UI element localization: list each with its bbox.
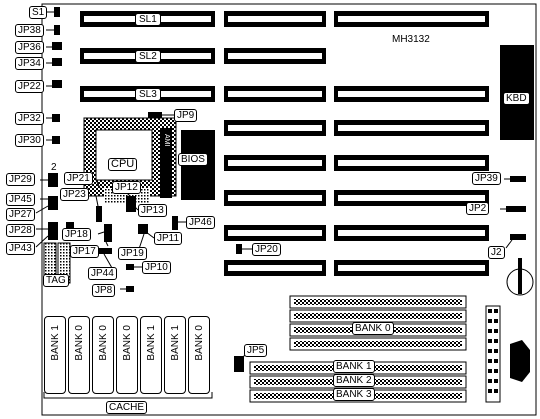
- slot-sl3-label: SL3: [135, 88, 161, 101]
- cache-label: CACHE: [106, 401, 148, 414]
- cpu-label: CPU: [108, 158, 138, 171]
- bank1-label: BANK 1: [333, 360, 375, 373]
- cache-chip: BANK 0: [188, 316, 210, 394]
- jumper-jp28-label: JP28: [6, 224, 35, 237]
- cache-chip-label: BANK 1: [50, 325, 61, 361]
- jumper-jp23-label: JP23: [60, 188, 89, 201]
- tag-chips: [43, 242, 71, 284]
- battery: [506, 258, 534, 296]
- ami-chip: [160, 128, 172, 198]
- jumper-jp43-label: JP43: [6, 242, 35, 255]
- jumper-jp10-label: JP10: [142, 261, 171, 274]
- jumper-jp38-label: JP38: [15, 24, 44, 37]
- jumper-jp36-label: JP36: [15, 41, 44, 54]
- jumper-jp27-label: JP27: [6, 208, 35, 221]
- bank3-label: BANK 3: [333, 388, 375, 401]
- jumper-jp5-label: JP5: [244, 344, 268, 357]
- jumper-jp2-label: JP2: [466, 202, 490, 215]
- jumper-jp17-label: JP17: [70, 245, 99, 258]
- cache-chip: BANK 1: [44, 316, 66, 394]
- kbd-label: KBD: [503, 92, 530, 105]
- cache-chip: BANK 1: [140, 316, 162, 394]
- cache-chip: BANK 0: [92, 316, 114, 394]
- jumper-j2-label: J2: [488, 246, 505, 259]
- tag-label: TAG: [43, 274, 69, 287]
- cache-chip: BANK 0: [116, 316, 138, 394]
- model-label: MH3132: [392, 34, 430, 45]
- jumper-jp20-label: JP20: [252, 243, 281, 256]
- jumper-jp9-label: JP9: [174, 109, 198, 122]
- cache-chip: BANK 0: [68, 316, 90, 394]
- jumper-jp22-label: JP22: [15, 80, 44, 93]
- bank2-label: BANK 2: [333, 374, 375, 387]
- jumper-jp11-label: JP11: [154, 232, 183, 245]
- power-connector: [485, 305, 530, 403]
- bios-label: BIOS: [178, 153, 208, 166]
- jumper-jp12-label: JP12: [112, 181, 141, 194]
- jumper-jp29-label: JP29: [6, 173, 35, 186]
- jumper-jp21-label: JP21: [64, 172, 93, 185]
- jumper-jp13-label: JP13: [138, 204, 167, 217]
- cache-chip-label: BANK 0: [98, 325, 109, 361]
- isa-slots-middle: [224, 11, 326, 276]
- jumper-jp18-label: JP18: [62, 228, 91, 241]
- ami-label: AMI: [163, 134, 170, 147]
- isa-slots-right: [334, 11, 489, 276]
- jumper-jp39-label: JP39: [472, 172, 501, 185]
- jumper-jp8-label: JP8: [92, 284, 116, 297]
- bank0-label: BANK 0: [352, 322, 394, 335]
- jumper-jp46-label: JP46: [186, 216, 215, 229]
- jumper-jp45-label: JP45: [6, 193, 35, 206]
- board-outline: [41, 3, 537, 416]
- cache-chip-label: BANK 0: [74, 325, 85, 361]
- jumper-s1-label: S1: [29, 6, 48, 19]
- cache-chip: BANK 1: [164, 316, 186, 394]
- cache-chip-label: BANK 1: [146, 325, 157, 361]
- cache-chip-label: BANK 0: [122, 325, 133, 361]
- pin-marker: 2: [51, 162, 57, 173]
- jumper-jp19-label: JP19: [118, 247, 147, 260]
- jumper-jp34-label: JP34: [15, 57, 44, 70]
- cache-chip-label: BANK 1: [170, 325, 181, 361]
- slot-sl2-label: SL2: [135, 50, 161, 63]
- leader-lines: [35, 11, 513, 359]
- jumper-jp30-label: JP30: [15, 134, 44, 147]
- cache-chip-label: BANK 0: [194, 325, 205, 361]
- cache-bracket: [43, 392, 213, 399]
- jumper-jp44-label: JP44: [88, 267, 117, 280]
- slot-sl1-label: SL1: [135, 13, 161, 26]
- jumper-jp32-label: JP32: [15, 112, 44, 125]
